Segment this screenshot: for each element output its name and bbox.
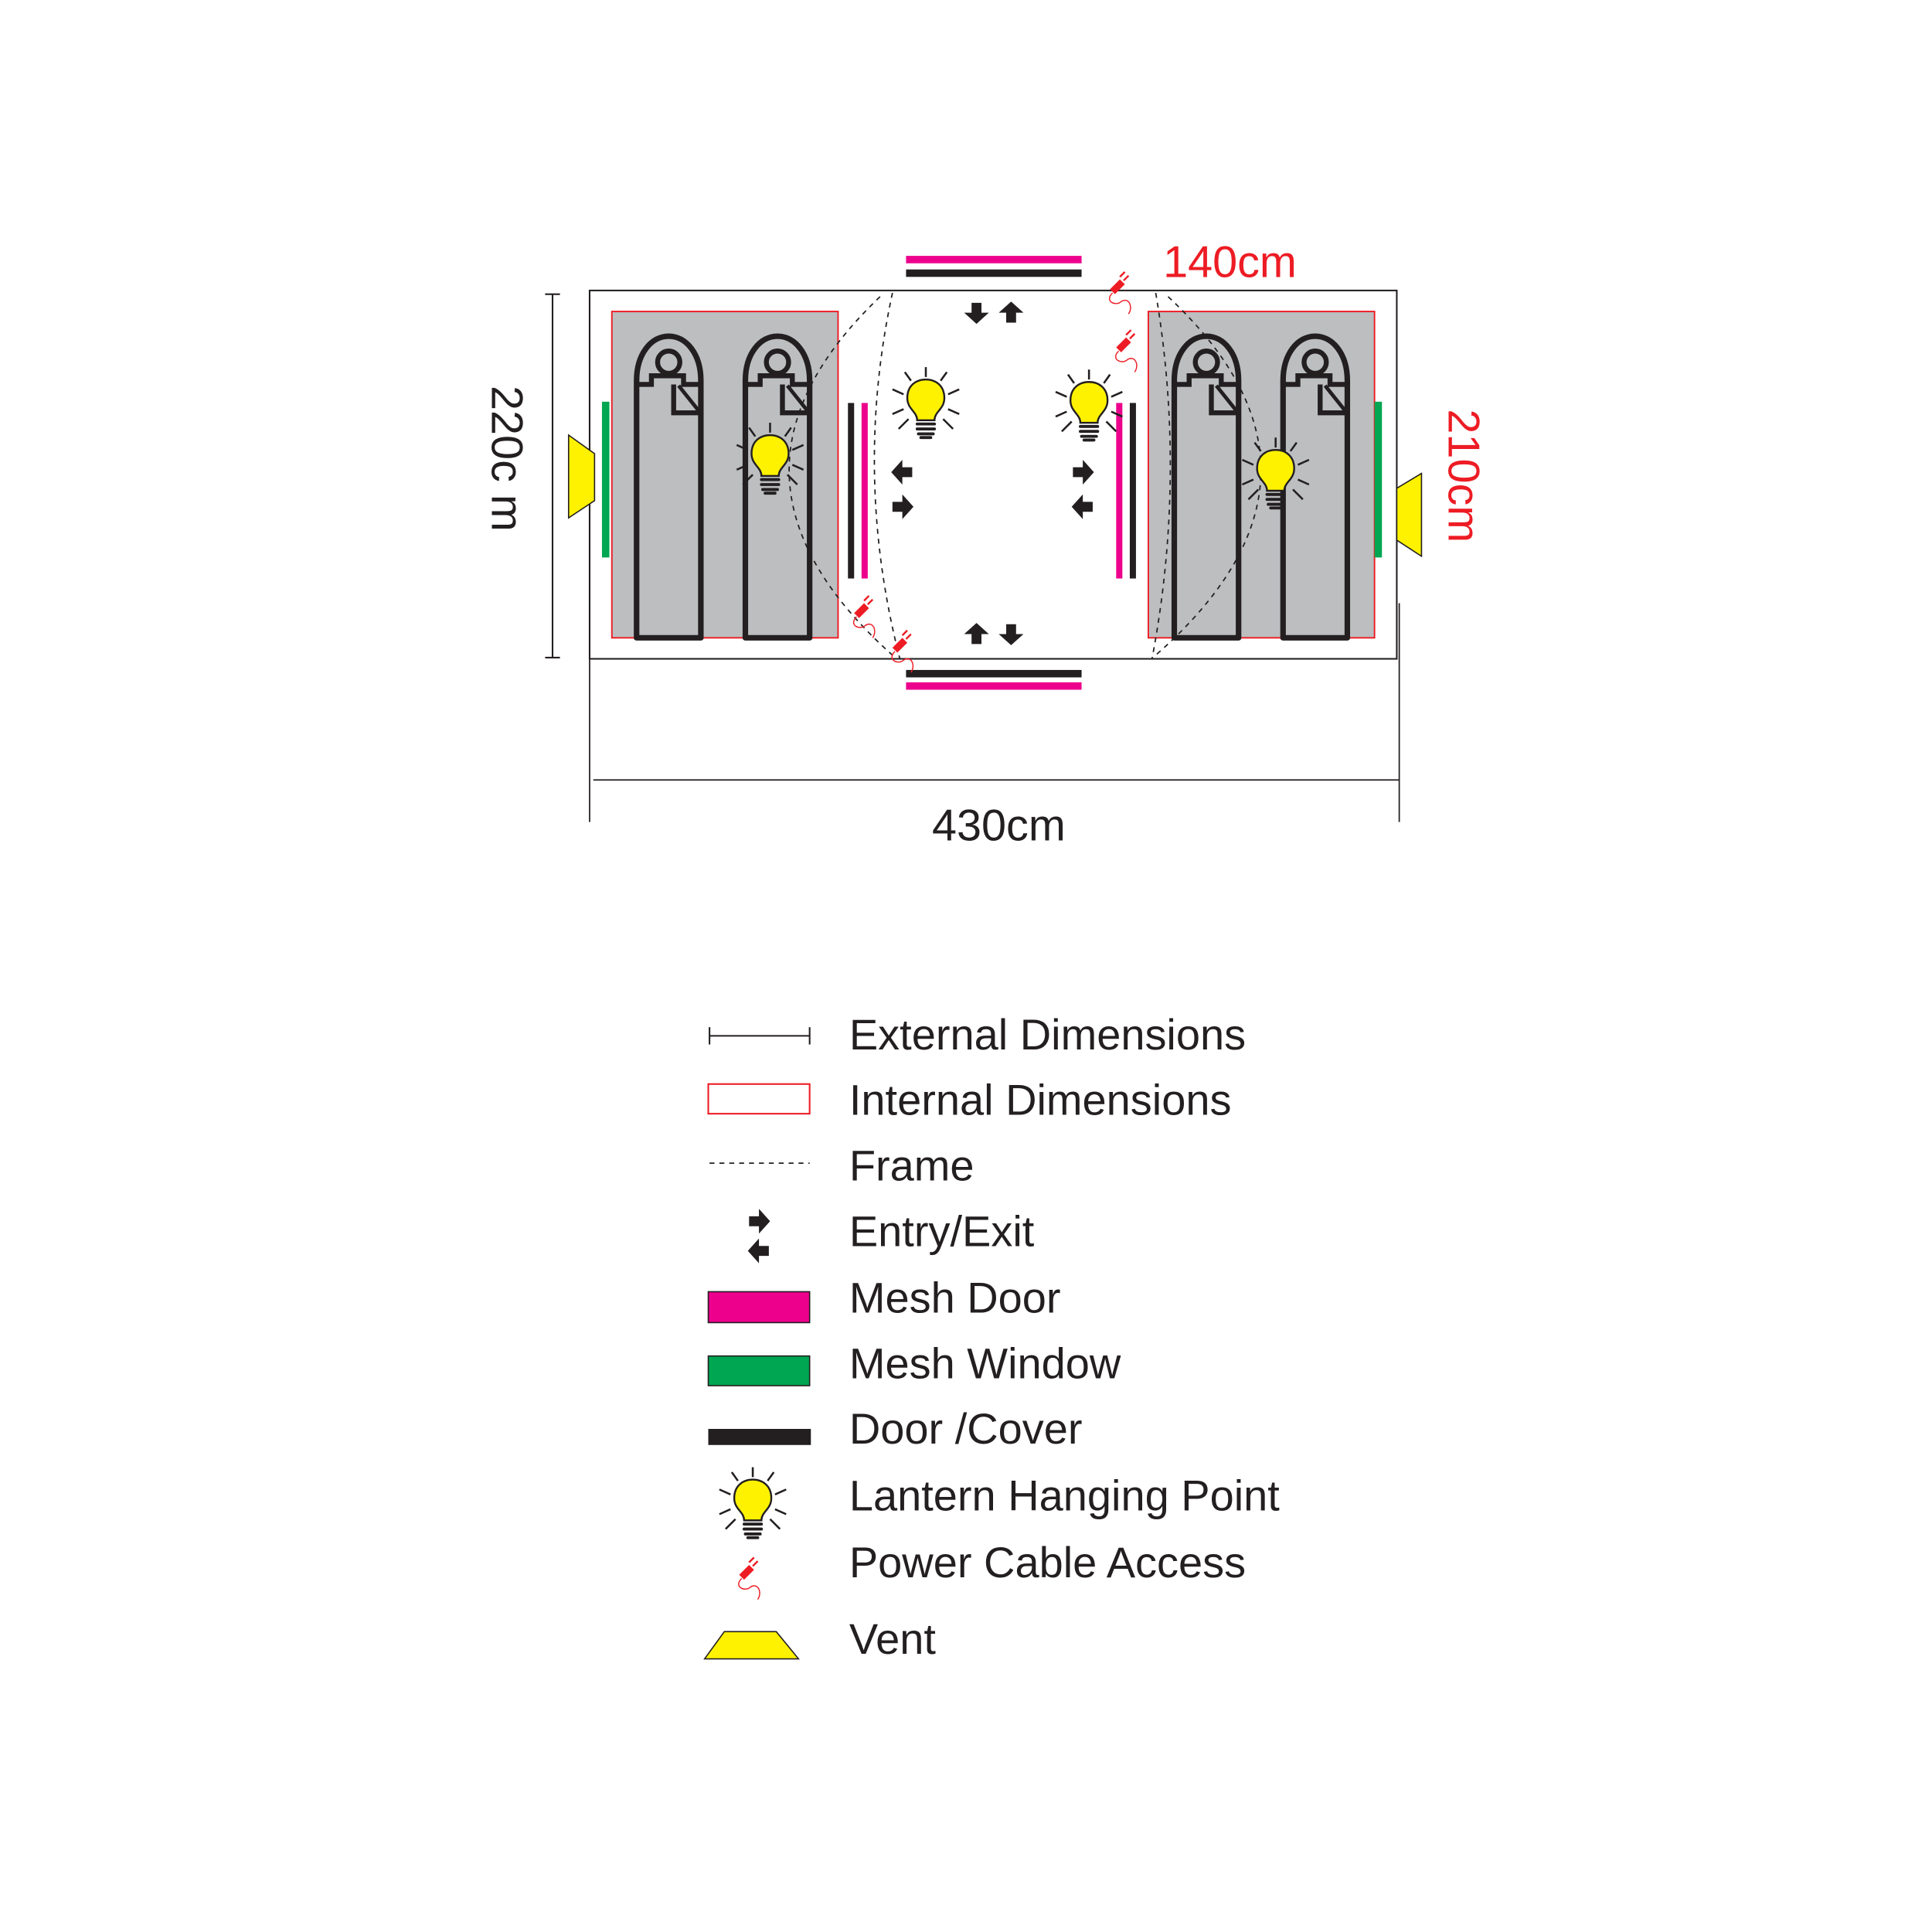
mesh-door-bottom xyxy=(906,682,1082,690)
entry-exit-left xyxy=(891,460,914,519)
external-dimension-icon xyxy=(709,1027,811,1045)
internal-depth-label: 210cm xyxy=(1439,409,1488,543)
door-cover-left-inner xyxy=(848,403,855,579)
door-cover-bottom xyxy=(906,669,1082,678)
legend-label: External Dimensions xyxy=(849,1010,1246,1059)
internal-dimension-icon xyxy=(707,1083,811,1115)
legend-label: Internal Dimensions xyxy=(849,1076,1232,1124)
door-cover-right-inner xyxy=(1129,403,1136,579)
power-cable-icon xyxy=(852,594,876,639)
lantern-icon xyxy=(890,366,961,440)
power-cable-icon xyxy=(737,1556,761,1600)
lantern-icon xyxy=(1054,368,1124,442)
mesh-window-left xyxy=(601,401,610,558)
legend: External Dimensions Internal Dimensions … xyxy=(703,1010,1280,1663)
legend-label: Entry/Exit xyxy=(849,1206,1035,1255)
external-depth-label: 220c m xyxy=(482,386,532,532)
mesh-door-left-inner xyxy=(861,403,868,579)
mesh-door-icon xyxy=(707,1291,811,1324)
mesh-window-right xyxy=(1374,401,1383,558)
legend-label: Vent xyxy=(849,1614,936,1663)
external-depth-line xyxy=(545,293,560,658)
legend-label: Power Cable Access xyxy=(849,1538,1246,1587)
legend-label: Mesh Window xyxy=(849,1338,1121,1387)
entry-exit-right xyxy=(1071,460,1094,519)
vent-left xyxy=(567,434,596,519)
power-cable-icon xyxy=(1114,328,1138,373)
entry-exit-top xyxy=(964,301,1024,325)
vent-icon xyxy=(703,1631,800,1660)
entry-exit-icon xyxy=(747,1209,770,1264)
lantern-icon xyxy=(717,1465,788,1539)
door-cover-top xyxy=(906,269,1082,277)
power-cable-icon xyxy=(1108,270,1132,315)
mesh-window-icon xyxy=(707,1355,811,1386)
mesh-door-right-inner xyxy=(1116,403,1123,579)
bedroom-left xyxy=(611,311,839,639)
mesh-door-top xyxy=(906,256,1082,264)
legend-label: Frame xyxy=(849,1141,975,1190)
entry-exit-bottom xyxy=(964,623,1024,645)
internal-width-label: 140cm xyxy=(1163,237,1297,287)
door-cover-icon xyxy=(708,1429,811,1445)
legend-label: Door /Cover xyxy=(849,1404,1083,1453)
legend-label: Mesh Door xyxy=(849,1274,1061,1322)
external-width-label: 430cm xyxy=(932,801,1066,851)
external-width-line xyxy=(589,603,1400,822)
legend-label: Lantern Hanging Point xyxy=(849,1471,1280,1520)
vent-right xyxy=(1396,472,1423,558)
